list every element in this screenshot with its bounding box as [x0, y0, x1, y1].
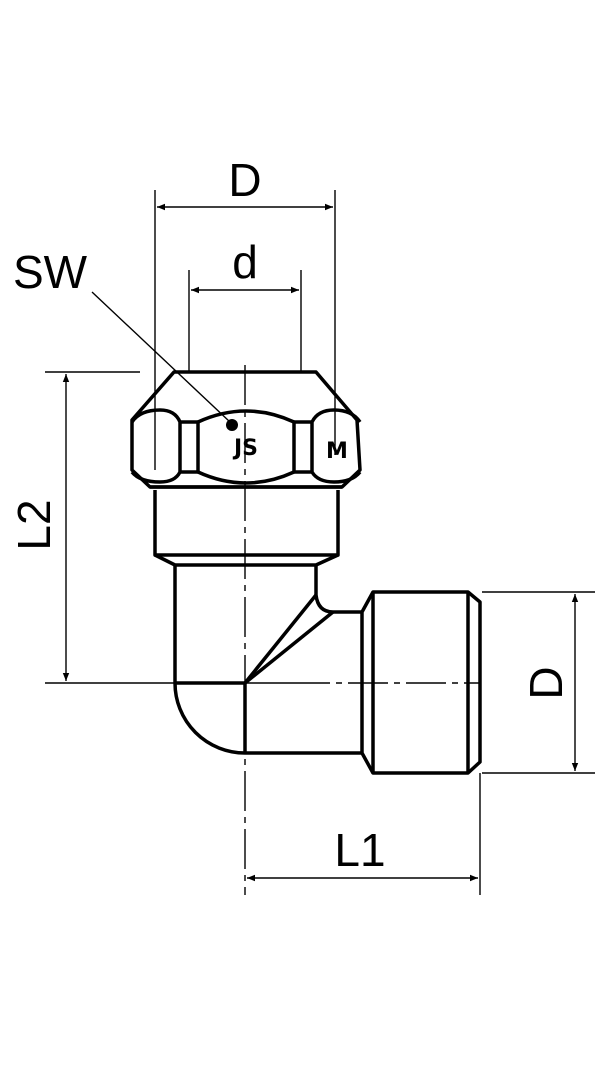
- label-top-diameter: D: [228, 154, 261, 206]
- fitting-body: [153, 490, 482, 775]
- dimension-lines: [45, 190, 595, 895]
- label-wrench-size: SW: [13, 246, 88, 298]
- compression-nut: JS M: [130, 370, 362, 489]
- material-marking: M: [326, 439, 348, 464]
- label-side-diameter: D: [520, 666, 572, 699]
- label-length-1: L1: [334, 824, 385, 876]
- label-length-2: L2: [8, 499, 60, 550]
- sw-leader-line: [91, 291, 231, 423]
- center-lines: [45, 365, 480, 895]
- label-inner-diameter: d: [232, 236, 258, 288]
